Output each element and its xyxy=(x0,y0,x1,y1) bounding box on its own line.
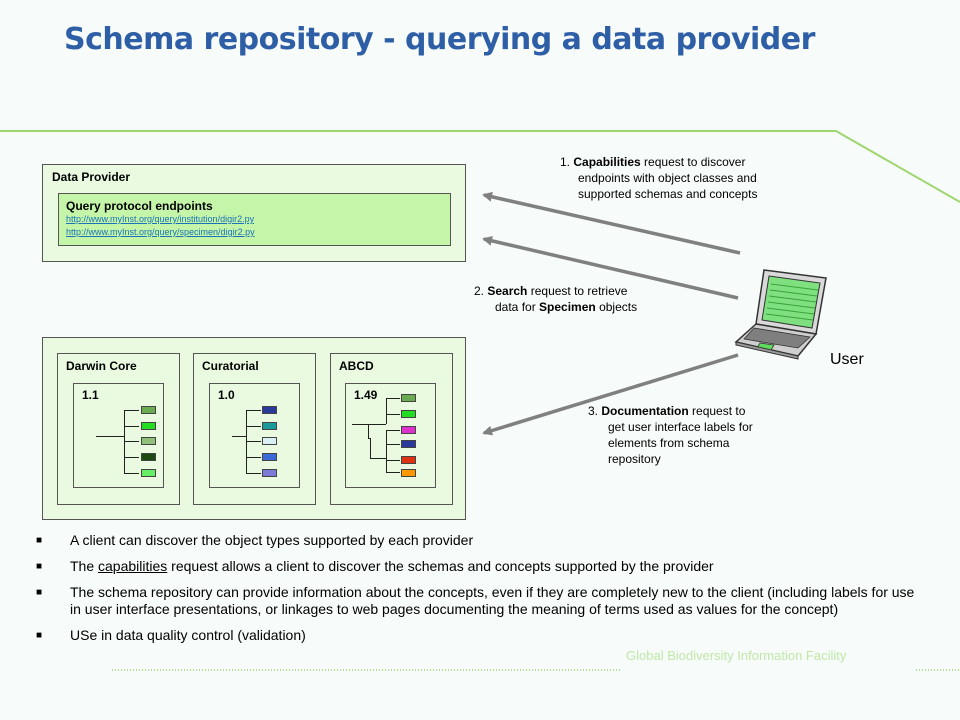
endpoints-heading: Query protocol endpoints xyxy=(66,199,213,213)
schema-name: Darwin Core xyxy=(66,359,137,373)
bullet-list: ■A client can discover the object types … xyxy=(36,532,916,653)
schema-box-darwin-core: Darwin Core 1.1 xyxy=(57,353,180,505)
tree-node xyxy=(141,469,156,477)
endpoints-box: Query protocol endpoints http://www.myIn… xyxy=(58,193,451,246)
tree-node xyxy=(401,410,416,418)
version-box: 1.0 xyxy=(209,383,300,488)
search-request-label: 2. Search request to retrieve data for S… xyxy=(474,284,638,314)
version-label: 1.1 xyxy=(82,388,99,402)
tree-node xyxy=(401,456,416,464)
tree-node xyxy=(262,469,277,477)
documentation-arrow xyxy=(482,353,739,436)
tree-node xyxy=(401,440,416,448)
endpoint-link-institution[interactable]: http://www.myInst.org/query/institution/… xyxy=(66,214,255,224)
tree-node xyxy=(401,426,416,434)
version-label: 1.49 xyxy=(354,388,378,402)
bullet-item: ■The capabilities request allows a clien… xyxy=(36,558,714,574)
capabilities-request-label: 1. Capabilities request to discover endp… xyxy=(560,155,758,201)
documentation-request-label: 3. Documentation request to get user int… xyxy=(588,404,753,466)
tree-node xyxy=(401,469,416,477)
schema-box-curatorial: Curatorial 1.0 xyxy=(193,353,316,505)
tree-node xyxy=(262,406,277,414)
tree-node xyxy=(141,406,156,414)
tree-node xyxy=(262,422,277,430)
capabilities-arrow xyxy=(482,191,741,255)
tree-node xyxy=(141,437,156,445)
version-label: 1.0 xyxy=(218,388,235,402)
bullet-item: ■The schema repository can provide infor… xyxy=(36,584,915,617)
schema-name: Curatorial xyxy=(202,359,259,373)
endpoint-link-specimen[interactable]: http://www.myInst.org/query/specimen/dig… xyxy=(66,227,255,237)
version-box: 1.1 xyxy=(73,383,164,488)
tree-node xyxy=(141,422,156,430)
header-rule xyxy=(0,130,960,203)
tree-node xyxy=(262,453,277,461)
tree-node xyxy=(262,437,277,445)
version-box: 1.49 xyxy=(345,383,436,488)
tree-node xyxy=(401,394,416,402)
bullet-item: ■USe in data quality control (validation… xyxy=(36,627,306,643)
slide-title: Schema repository - querying a data prov… xyxy=(64,22,815,57)
search-arrow xyxy=(482,235,739,300)
tree-node xyxy=(141,453,156,461)
footer-organization: Global Biodiversity Information Facility xyxy=(626,648,847,663)
schema-box-abcd: ABCD 1.49 xyxy=(330,353,453,505)
schema-name: ABCD xyxy=(339,359,374,373)
data-provider-label: Data Provider xyxy=(52,170,131,184)
laptop-icon xyxy=(734,269,827,360)
user-label: User xyxy=(830,351,864,368)
bullet-item: ■A client can discover the object types … xyxy=(36,532,474,548)
